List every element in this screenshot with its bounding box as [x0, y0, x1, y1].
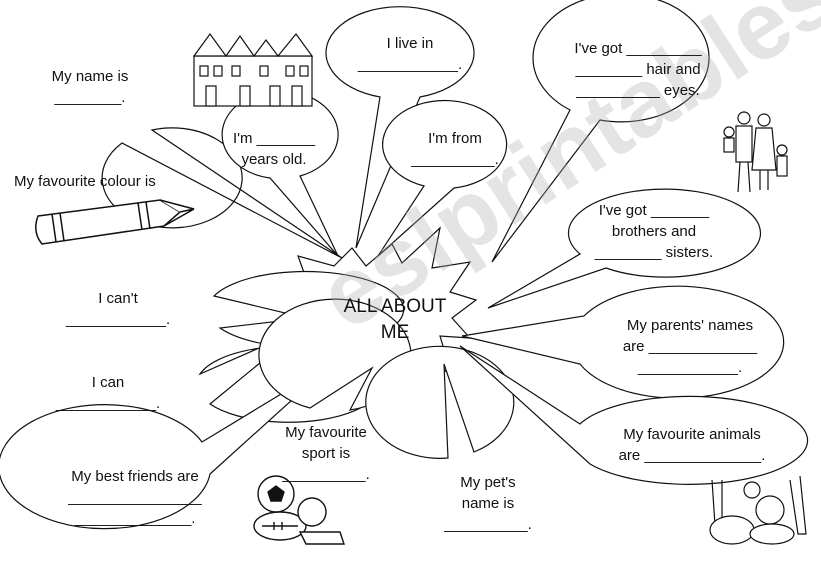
bubble-animals-text: My favourite animals are ______________.	[618, 426, 766, 464]
page-title: ALL ABOUT ME	[343, 296, 447, 343]
bubble-hair-eyes-shape	[491, 0, 710, 263]
bubble-sport-text: My favourite sport is __________.	[282, 424, 370, 483]
bubble-age-text: I'm _______ years old.	[232, 130, 316, 168]
bubble-brothers-text: I've got _______ brothers and ________ s…	[594, 202, 714, 261]
houses-illustration	[192, 32, 314, 107]
family-illustration	[723, 111, 788, 193]
bubble-name-text: My name is ________.	[51, 68, 129, 106]
bubble-pet-shape	[365, 345, 515, 459]
bubble-parents-text: My parents' names are _____________ ____…	[622, 317, 758, 376]
bubble-best-friends-shape	[0, 361, 335, 530]
bubble-from-text: I'm from __________.	[411, 130, 499, 168]
bubble-can-text: I can ____________.	[55, 374, 161, 412]
animals-illustration	[709, 475, 807, 545]
favourite-colour-label: My favourite colour is	[14, 173, 156, 190]
bubble-best-friends-text: My best friends are ________________ ___…	[68, 468, 202, 527]
bubble-brothers-shape	[487, 188, 762, 309]
bubble-animals-shape	[459, 345, 809, 485]
sports-balls-illustration	[253, 475, 345, 545]
bubble-live-text: I live in ____________.	[357, 35, 463, 73]
bubble-hair-eyes-text: I've got _________ ________ hair and ___…	[574, 40, 702, 99]
crayon-illustration	[35, 199, 195, 245]
bubble-pet-text: My pet's name is __________.	[444, 474, 532, 533]
bubble-from-shape	[377, 99, 508, 257]
bubble-cant-text: I can't ____________.	[65, 290, 171, 328]
bubble-parents-shape	[461, 285, 785, 399]
